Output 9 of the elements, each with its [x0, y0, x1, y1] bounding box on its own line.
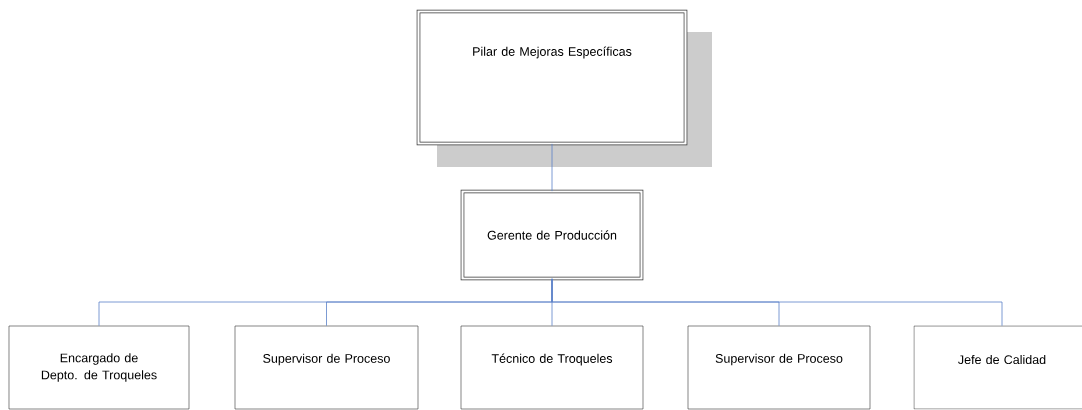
org-box: Técnico de Troqueles	[460, 325, 644, 410]
org-box: Gerente de Producción	[460, 189, 644, 281]
org-box: Encargado de Depto. de Troqueles	[8, 325, 190, 410]
connector-line	[551, 278, 1003, 327]
connector-line	[551, 143, 553, 192]
org-box: Supervisor de Proceso	[234, 325, 419, 410]
org-box: Jefe de Calidad	[913, 325, 1082, 410]
org-box: Supervisor de Proceso	[687, 325, 871, 410]
org-box: Pilar de Mejoras Específicas	[416, 9, 712, 167]
